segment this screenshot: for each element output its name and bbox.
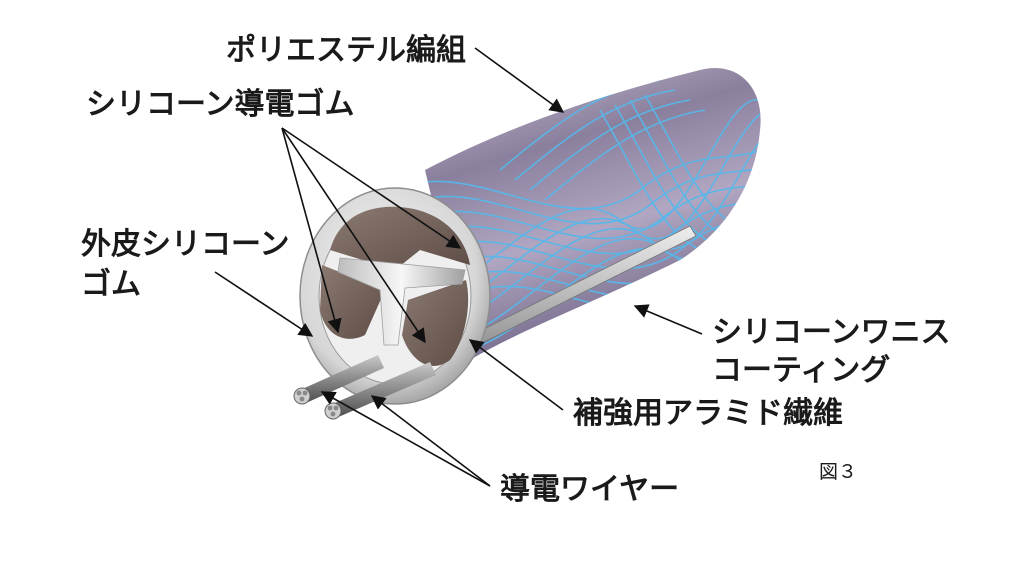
leader-arrows — [214, 47, 703, 487]
arrow-varnish-coating — [633, 304, 703, 335]
conductive-wire-lower — [324, 362, 436, 420]
label-varnish-line2: コーティング — [712, 353, 890, 388]
arrow-conductive-rubber-3 — [281, 127, 426, 344]
cross-section — [293, 187, 491, 420]
label-varnish-line1: シリコーンワニス — [712, 315, 951, 350]
conductive-rubber-upper — [330, 206, 470, 270]
arrow-conductive-rubber-2 — [281, 127, 342, 334]
arrow-wire-1 — [320, 391, 491, 487]
arrow-conductive-rubber-1 — [281, 127, 462, 249]
label-conductive-rubber: シリコーン導電ゴム — [86, 87, 355, 122]
arrow-polyester-braid — [474, 47, 565, 113]
conductive-rubber-right — [402, 280, 469, 366]
arrow-aramid-fiber — [468, 339, 564, 411]
label-outer-skin-line2: ゴム — [81, 267, 141, 302]
conductive-wire-upper — [293, 355, 384, 405]
separator — [337, 257, 466, 346]
arrow-outer-skin — [214, 271, 314, 337]
label-polyester-braid: ポリエステル編組 — [226, 33, 466, 68]
figure-label: 図３ — [819, 461, 857, 483]
label-conductive-wire: 導電ワイヤー — [500, 472, 679, 507]
label-outer-skin-line1: 外皮シリコーン — [81, 227, 290, 262]
arrow-wire-2 — [370, 395, 491, 487]
label-aramid-fiber: 補強用アラミド繊維 — [572, 396, 843, 431]
